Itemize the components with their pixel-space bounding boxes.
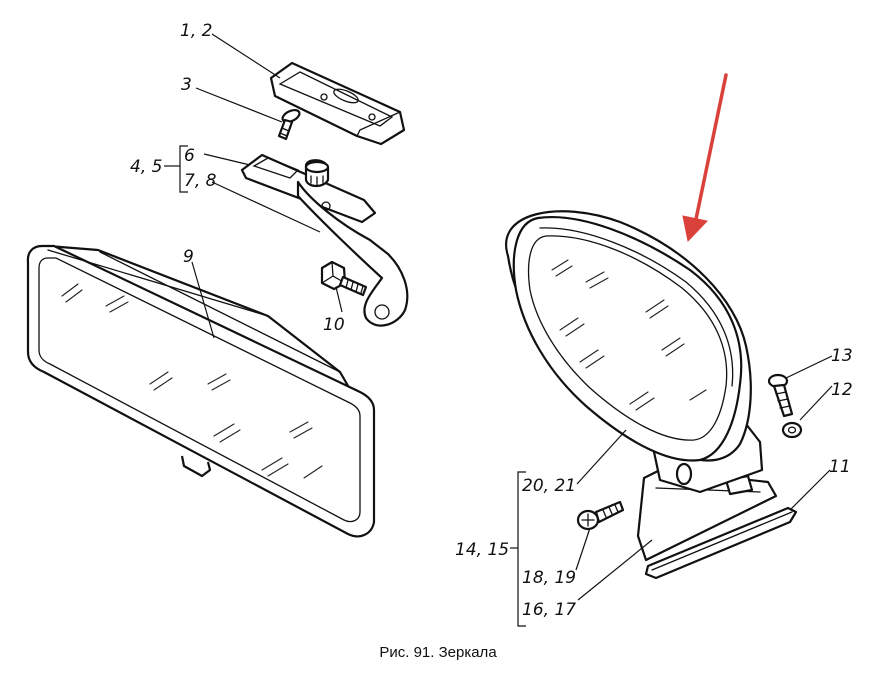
exterior-mirror-part [505, 210, 778, 562]
interior-mirror-part [26, 244, 376, 538]
label-11: 11 [829, 457, 851, 477]
red-arrow-icon [682, 73, 728, 243]
label-12: 12 [831, 380, 853, 400]
label-4-5: 4, 5 [130, 157, 162, 177]
mounting-plate-part [269, 61, 406, 146]
screw-18-19-part [576, 500, 625, 531]
screw-3-part [277, 108, 301, 141]
bracket-part [240, 153, 409, 327]
screw-13-part [767, 373, 794, 418]
part-labels: 1, 2 3 4, 5 6 7, 8 9 10 11 12 13 14, 15 … [130, 21, 853, 620]
label-13: 13 [831, 346, 853, 366]
figure-caption: Рис. 91. Зеркала [379, 644, 497, 661]
label-18-19: 18, 19 [522, 568, 576, 588]
label-1-2: 1, 2 [180, 21, 212, 41]
leader-lines [164, 33, 833, 627]
label-14-15: 14, 15 [455, 540, 509, 560]
gasket-11-part [644, 506, 798, 580]
label-7-8: 7, 8 [184, 171, 217, 191]
label-16-17: 16, 17 [522, 600, 576, 620]
label-9: 9 [183, 247, 194, 267]
washer-12-part [781, 421, 803, 439]
label-20-21: 20, 21 [522, 476, 576, 496]
label-6: 6 [184, 146, 195, 166]
bolt-10-part [320, 260, 368, 297]
label-10: 10 [323, 315, 345, 335]
label-3: 3 [181, 75, 192, 95]
